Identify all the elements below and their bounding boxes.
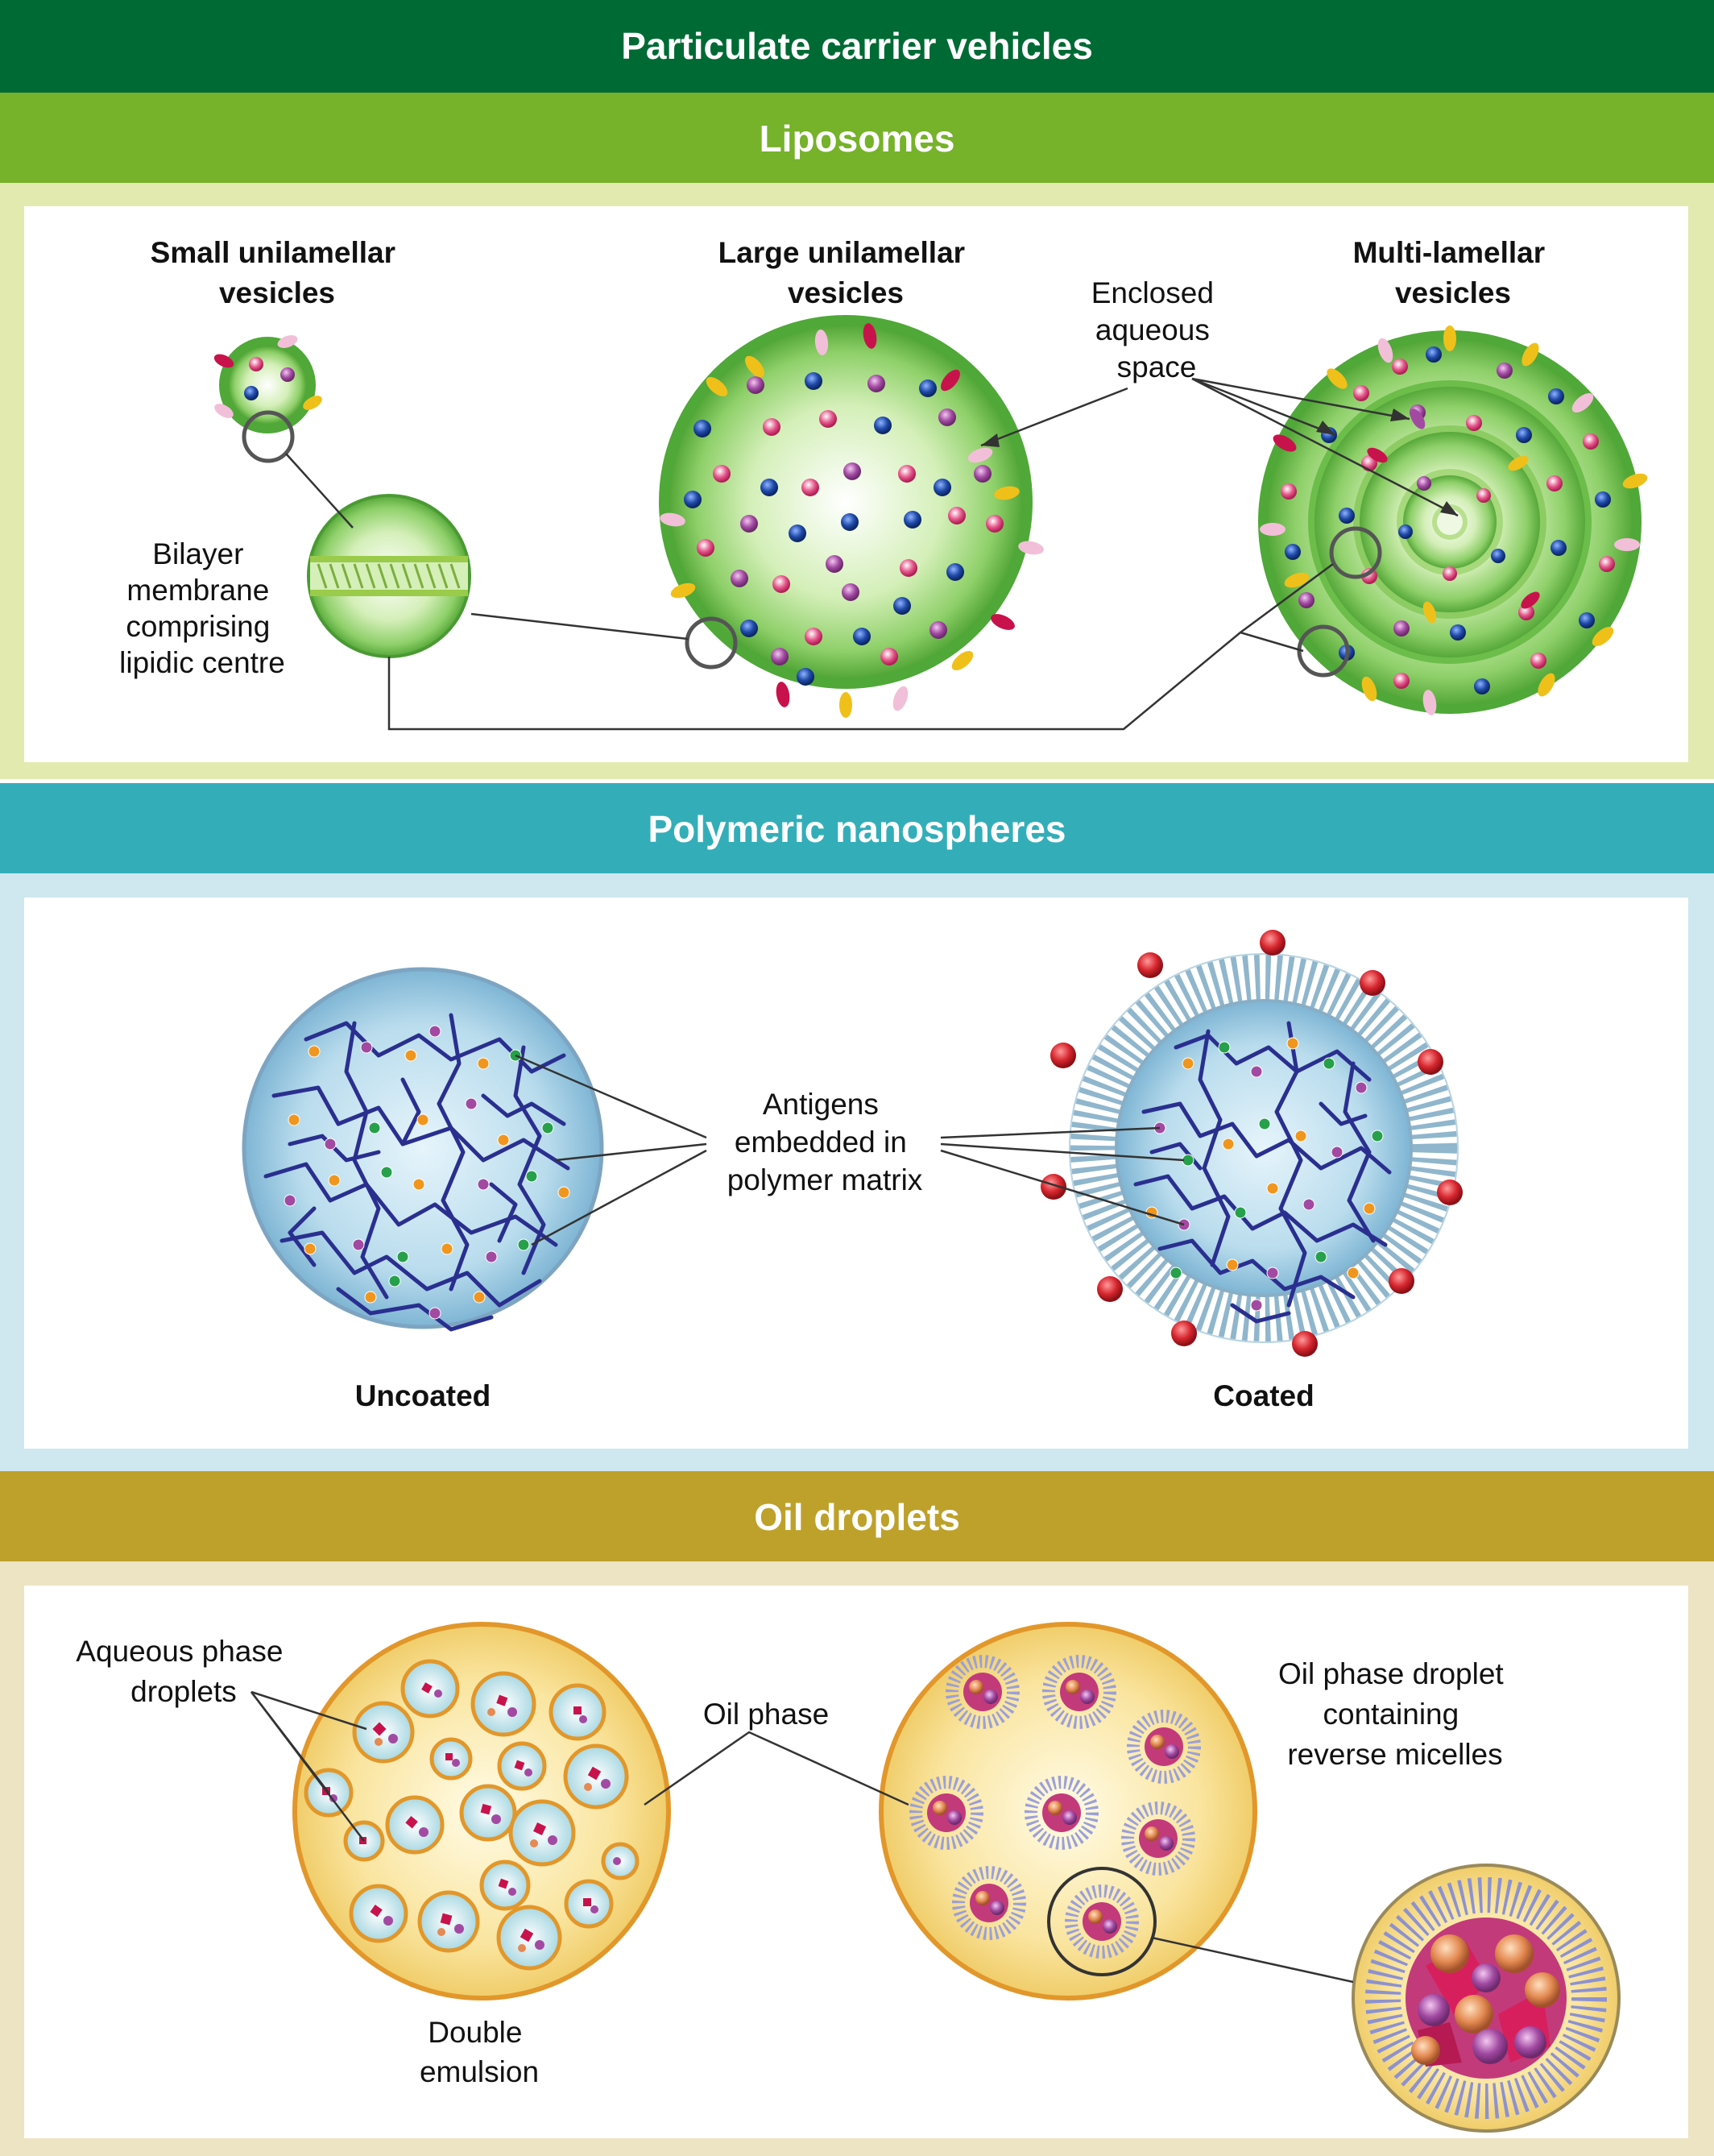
liposomes-bar [0, 93, 1714, 183]
reverse-micelle-zoom [1352, 1864, 1621, 2133]
multi-vesicle-zoom-circle-inner [1329, 526, 1382, 579]
reverse-micelle [946, 1655, 1020, 1729]
polymeric-bar [0, 783, 1714, 873]
multi-vesicle-label: Multi-lamellar vesicles [1353, 236, 1554, 309]
double-emulsion-label: Double emulsion [420, 2016, 539, 2088]
double-emulsion-droplet [292, 1622, 671, 2001]
aqueous-arrowheads [981, 408, 1458, 516]
multi-vesicle-surface-proteins [1260, 325, 1648, 715]
coated-surface-ligands [1041, 930, 1463, 1357]
coated-antigens [1145, 1037, 1384, 1312]
bilayer-membrane-label: Bilayer membrane comprising lipidic cent… [119, 537, 285, 679]
reverse-micelle [1025, 1776, 1099, 1850]
coated-polymer-chains [1133, 1021, 1392, 1324]
multi-lamellar-vesicle [1258, 325, 1648, 715]
large-vesicle-label: Large unilamellar vesicles [718, 236, 974, 309]
reverse-micelle [1065, 1884, 1139, 1959]
aqueous-space-label: Enclosed aqueous space [1091, 276, 1223, 384]
oil-header: Oil droplets [754, 1496, 960, 1538]
coated-lipid-shell [1070, 955, 1457, 1341]
liposome-leader-lines [285, 377, 1459, 731]
antigens-label: Antigens embedded in polymer matrix [727, 1088, 923, 1196]
oil-leader-lines [250, 1690, 1354, 1984]
large-vesicle-surface-proteins [660, 323, 1044, 718]
reverse-micelle [1121, 1802, 1195, 1876]
reverse-micelles [909, 1655, 1201, 1959]
aqueous-droplets-label: Aqueous phase droplets [76, 1635, 291, 1708]
reverse-micelle [952, 1866, 1026, 1940]
small-unilamellar-vesicle [213, 335, 322, 433]
liposomes-header: Liposomes [760, 118, 955, 160]
oil-phase-label: Oil phase [703, 1698, 829, 1731]
reverse-micelles-label: Oil phase droplet containing reverse mic… [1278, 1657, 1512, 1771]
uncoated-nanosphere [242, 967, 604, 1332]
uncoated-label: Uncoated [355, 1379, 491, 1412]
aqueous-phase-droplets [304, 1659, 640, 1971]
large-vesicle-zoom-circle [685, 616, 738, 670]
reverse-micelle [909, 1776, 983, 1850]
large-unilamellar-vesicle [659, 315, 1044, 718]
uncoated-polymer-chains [263, 1013, 570, 1332]
large-vesicle-cargo [684, 372, 1004, 686]
coated-nanosphere [1041, 930, 1463, 1357]
small-vesicle-zoom-circle [242, 410, 295, 463]
coated-label: Coated [1213, 1379, 1314, 1412]
uncoated-antigens [284, 1025, 570, 1320]
reverse-micelle-zoom-circle [1047, 1867, 1157, 1976]
bilayer-zoom [307, 494, 471, 658]
polymeric-header: Polymeric nanospheres [648, 808, 1066, 850]
small-vesicle-label: Small unilamellar vesicles [151, 236, 404, 309]
antigen-leader-lines [515, 1054, 1185, 1246]
title-bar [0, 0, 1714, 93]
figure-title: Particulate carrier vehicles [621, 25, 1093, 67]
multi-vesicle-zoom-circle-outer [1297, 624, 1350, 678]
reverse-micelle-droplet [879, 1622, 1257, 2001]
oil-bar [0, 1471, 1714, 1561]
reverse-micelle [1042, 1655, 1116, 1729]
reverse-micelle [1127, 1710, 1201, 1784]
